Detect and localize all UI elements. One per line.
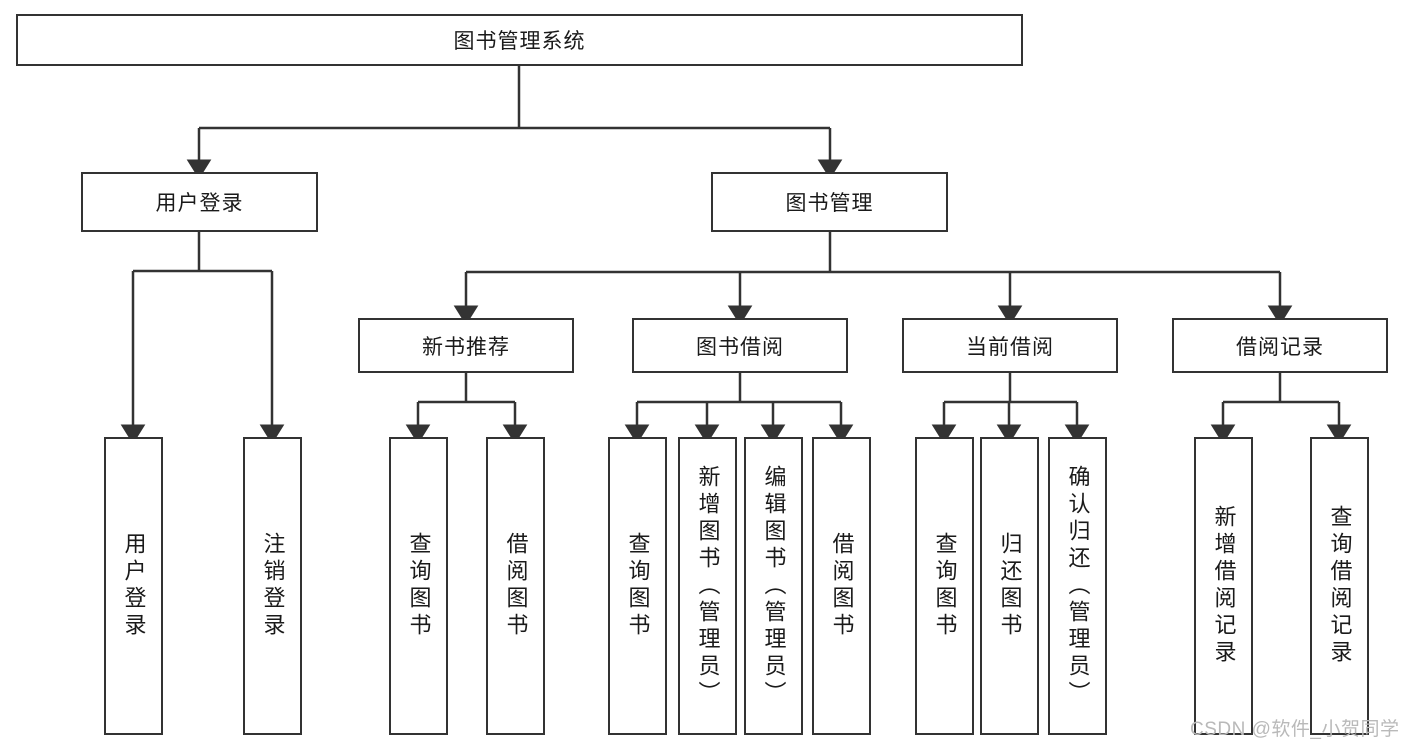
node-label: 查询借阅记录 [1327,505,1353,667]
leaf-add-borrow-record[interactable]: 新增借阅记录 [1194,437,1253,735]
leaf-add-book-admin[interactable]: 新增图书（管理员） [678,437,737,735]
node-label: 查询图书 [932,532,958,640]
leaf-return-book[interactable]: 归还图书 [980,437,1039,735]
node-new-book-recommend[interactable]: 新书推荐 [358,318,574,373]
csdn-watermark: CSDN @软件_小贺同学 [1190,719,1400,740]
node-book-borrow[interactable]: 图书借阅 [632,318,848,373]
node-user-login[interactable]: 用户登录 [81,172,318,232]
leaf-confirm-return-admin[interactable]: 确认归还（管理员） [1048,437,1107,735]
node-label: 用户登录 [121,532,147,640]
node-book-management[interactable]: 图书管理 [711,172,948,232]
node-label: 查询图书 [406,532,432,640]
leaf-user-login[interactable]: 用户登录 [104,437,163,735]
node-label: 编辑图书（管理员） [761,464,787,708]
leaf-query-book-borrow[interactable]: 查询图书 [608,437,667,735]
leaf-logout-login[interactable]: 注销登录 [243,437,302,735]
node-label: 注销登录 [260,532,286,640]
leaf-borrow-book[interactable]: 借阅图书 [812,437,871,735]
node-current-borrow[interactable]: 当前借阅 [902,318,1118,373]
leaf-edit-book-admin[interactable]: 编辑图书（管理员） [744,437,803,735]
node-label: 借阅图书 [829,532,855,640]
node-label: 借阅图书 [503,532,529,640]
node-label: 图书管理 [785,192,874,215]
node-label: 图书管理系统 [453,30,586,53]
leaf-query-book-current[interactable]: 查询图书 [915,437,974,735]
node-label: 用户登录 [155,192,244,215]
node-borrow-record[interactable]: 借阅记录 [1172,318,1388,373]
node-label: 归还图书 [997,532,1023,640]
leaf-query-book-recommend[interactable]: 查询图书 [389,437,448,735]
leaf-query-borrow-record[interactable]: 查询借阅记录 [1310,437,1369,735]
node-label: 查询图书 [625,532,651,640]
node-label: 当前借阅 [966,335,1054,359]
node-label: 新增借阅记录 [1211,505,1237,667]
node-label: 新书推荐 [422,335,510,359]
node-label: 确认归还（管理员） [1065,464,1091,708]
node-label: 新增图书（管理员） [695,464,721,708]
node-root-book-management-system[interactable]: 图书管理系统 [16,14,1023,66]
node-label: 借阅记录 [1236,335,1324,359]
node-label: 图书借阅 [696,335,784,359]
leaf-borrow-book-recommend[interactable]: 借阅图书 [486,437,545,735]
